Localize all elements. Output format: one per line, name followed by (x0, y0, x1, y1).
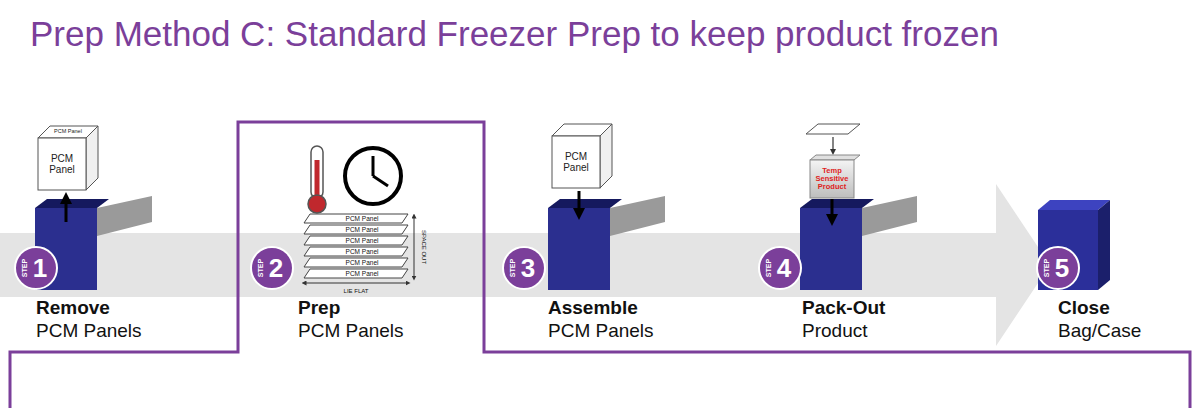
product-box (810, 155, 860, 198)
step-badge-text: STEP (509, 259, 516, 277)
pcm-panel-slab (304, 236, 408, 245)
icon-label: PCM Panel (42, 154, 82, 175)
step-badge (759, 247, 801, 289)
closed-box (1038, 200, 1110, 290)
thermometer-icon (308, 146, 326, 213)
step-caption: CloseBag/Case (1058, 297, 1141, 343)
icon-label: PCM Panel (346, 259, 379, 266)
step-badge-text: STEP (21, 259, 28, 277)
step-badge-text: STEP (257, 259, 264, 277)
icon-label: LIE FLAT (344, 288, 369, 294)
process-arrow (0, 184, 1050, 346)
pcm-panel-stack (304, 214, 408, 278)
down-arrow (832, 137, 833, 152)
step-badge-text: 3 (521, 255, 535, 282)
pcm-cube (552, 124, 612, 188)
step-badge (503, 247, 545, 289)
icon-label: PCM Panel (346, 270, 379, 277)
down-arrow (831, 199, 834, 220)
icon-label: PCM Panel (556, 152, 596, 173)
space-out-arrow (414, 216, 415, 278)
icon-label: PCM Panel (346, 237, 379, 244)
step-frame (10, 122, 1190, 408)
step-name: Remove (36, 297, 142, 320)
step-caption: Pack-OutProduct (802, 297, 885, 343)
up-arrow (65, 198, 68, 222)
pcm-panel-slab (304, 258, 408, 267)
step-detail: PCM Panels (298, 320, 404, 343)
open-box (800, 196, 917, 290)
title: Prep Method C: Standard Freezer Prep to … (30, 14, 999, 54)
lie-flat-arrow (304, 283, 408, 284)
step-detail: Product (802, 320, 885, 343)
icon-label: Temp Sensitive Product (812, 167, 852, 191)
pcm-panel-slab (304, 214, 408, 223)
pcm-cube (38, 126, 98, 190)
step-badge (251, 247, 293, 289)
icon-label: PCM Panel (346, 226, 379, 233)
step-caption: PrepPCM Panels (298, 297, 404, 343)
step-badge-text: 4 (777, 255, 791, 282)
icon-label: SPACE OUT (421, 230, 427, 264)
open-box (548, 196, 665, 290)
icon-label: PCM Panel (54, 129, 82, 135)
step-badge-text: 2 (269, 255, 283, 282)
icon-label: PCM Panel (346, 248, 379, 255)
pcm-panel-lid (806, 124, 860, 134)
clock-icon (345, 148, 401, 204)
step-badge (15, 247, 57, 289)
step-caption: RemovePCM Panels (36, 297, 142, 343)
step-badge-text: 1 (33, 255, 47, 282)
step-name: Assemble (548, 297, 654, 320)
step-name: Close (1058, 297, 1141, 320)
icon-label: PCM Panel (346, 215, 379, 222)
step-badges (15, 247, 1079, 289)
step-name: Pack-Out (802, 297, 885, 320)
step-detail: PCM Panels (548, 320, 654, 343)
step-detail: Bag/Case (1058, 320, 1141, 343)
down-arrow (578, 191, 581, 214)
pcm-panel-slab (304, 247, 408, 256)
step-name: Prep (298, 297, 404, 320)
step-badge-text: STEP (765, 259, 772, 277)
pcm-panel-slab (304, 225, 408, 234)
step-badge-text: STEP (1043, 259, 1050, 277)
pcm-panel-slab (304, 269, 408, 278)
step-badge-text: 5 (1055, 255, 1069, 282)
step-caption: AssemblePCM Panels (548, 297, 654, 343)
step-badge (1037, 247, 1079, 289)
step-detail: PCM Panels (36, 320, 142, 343)
